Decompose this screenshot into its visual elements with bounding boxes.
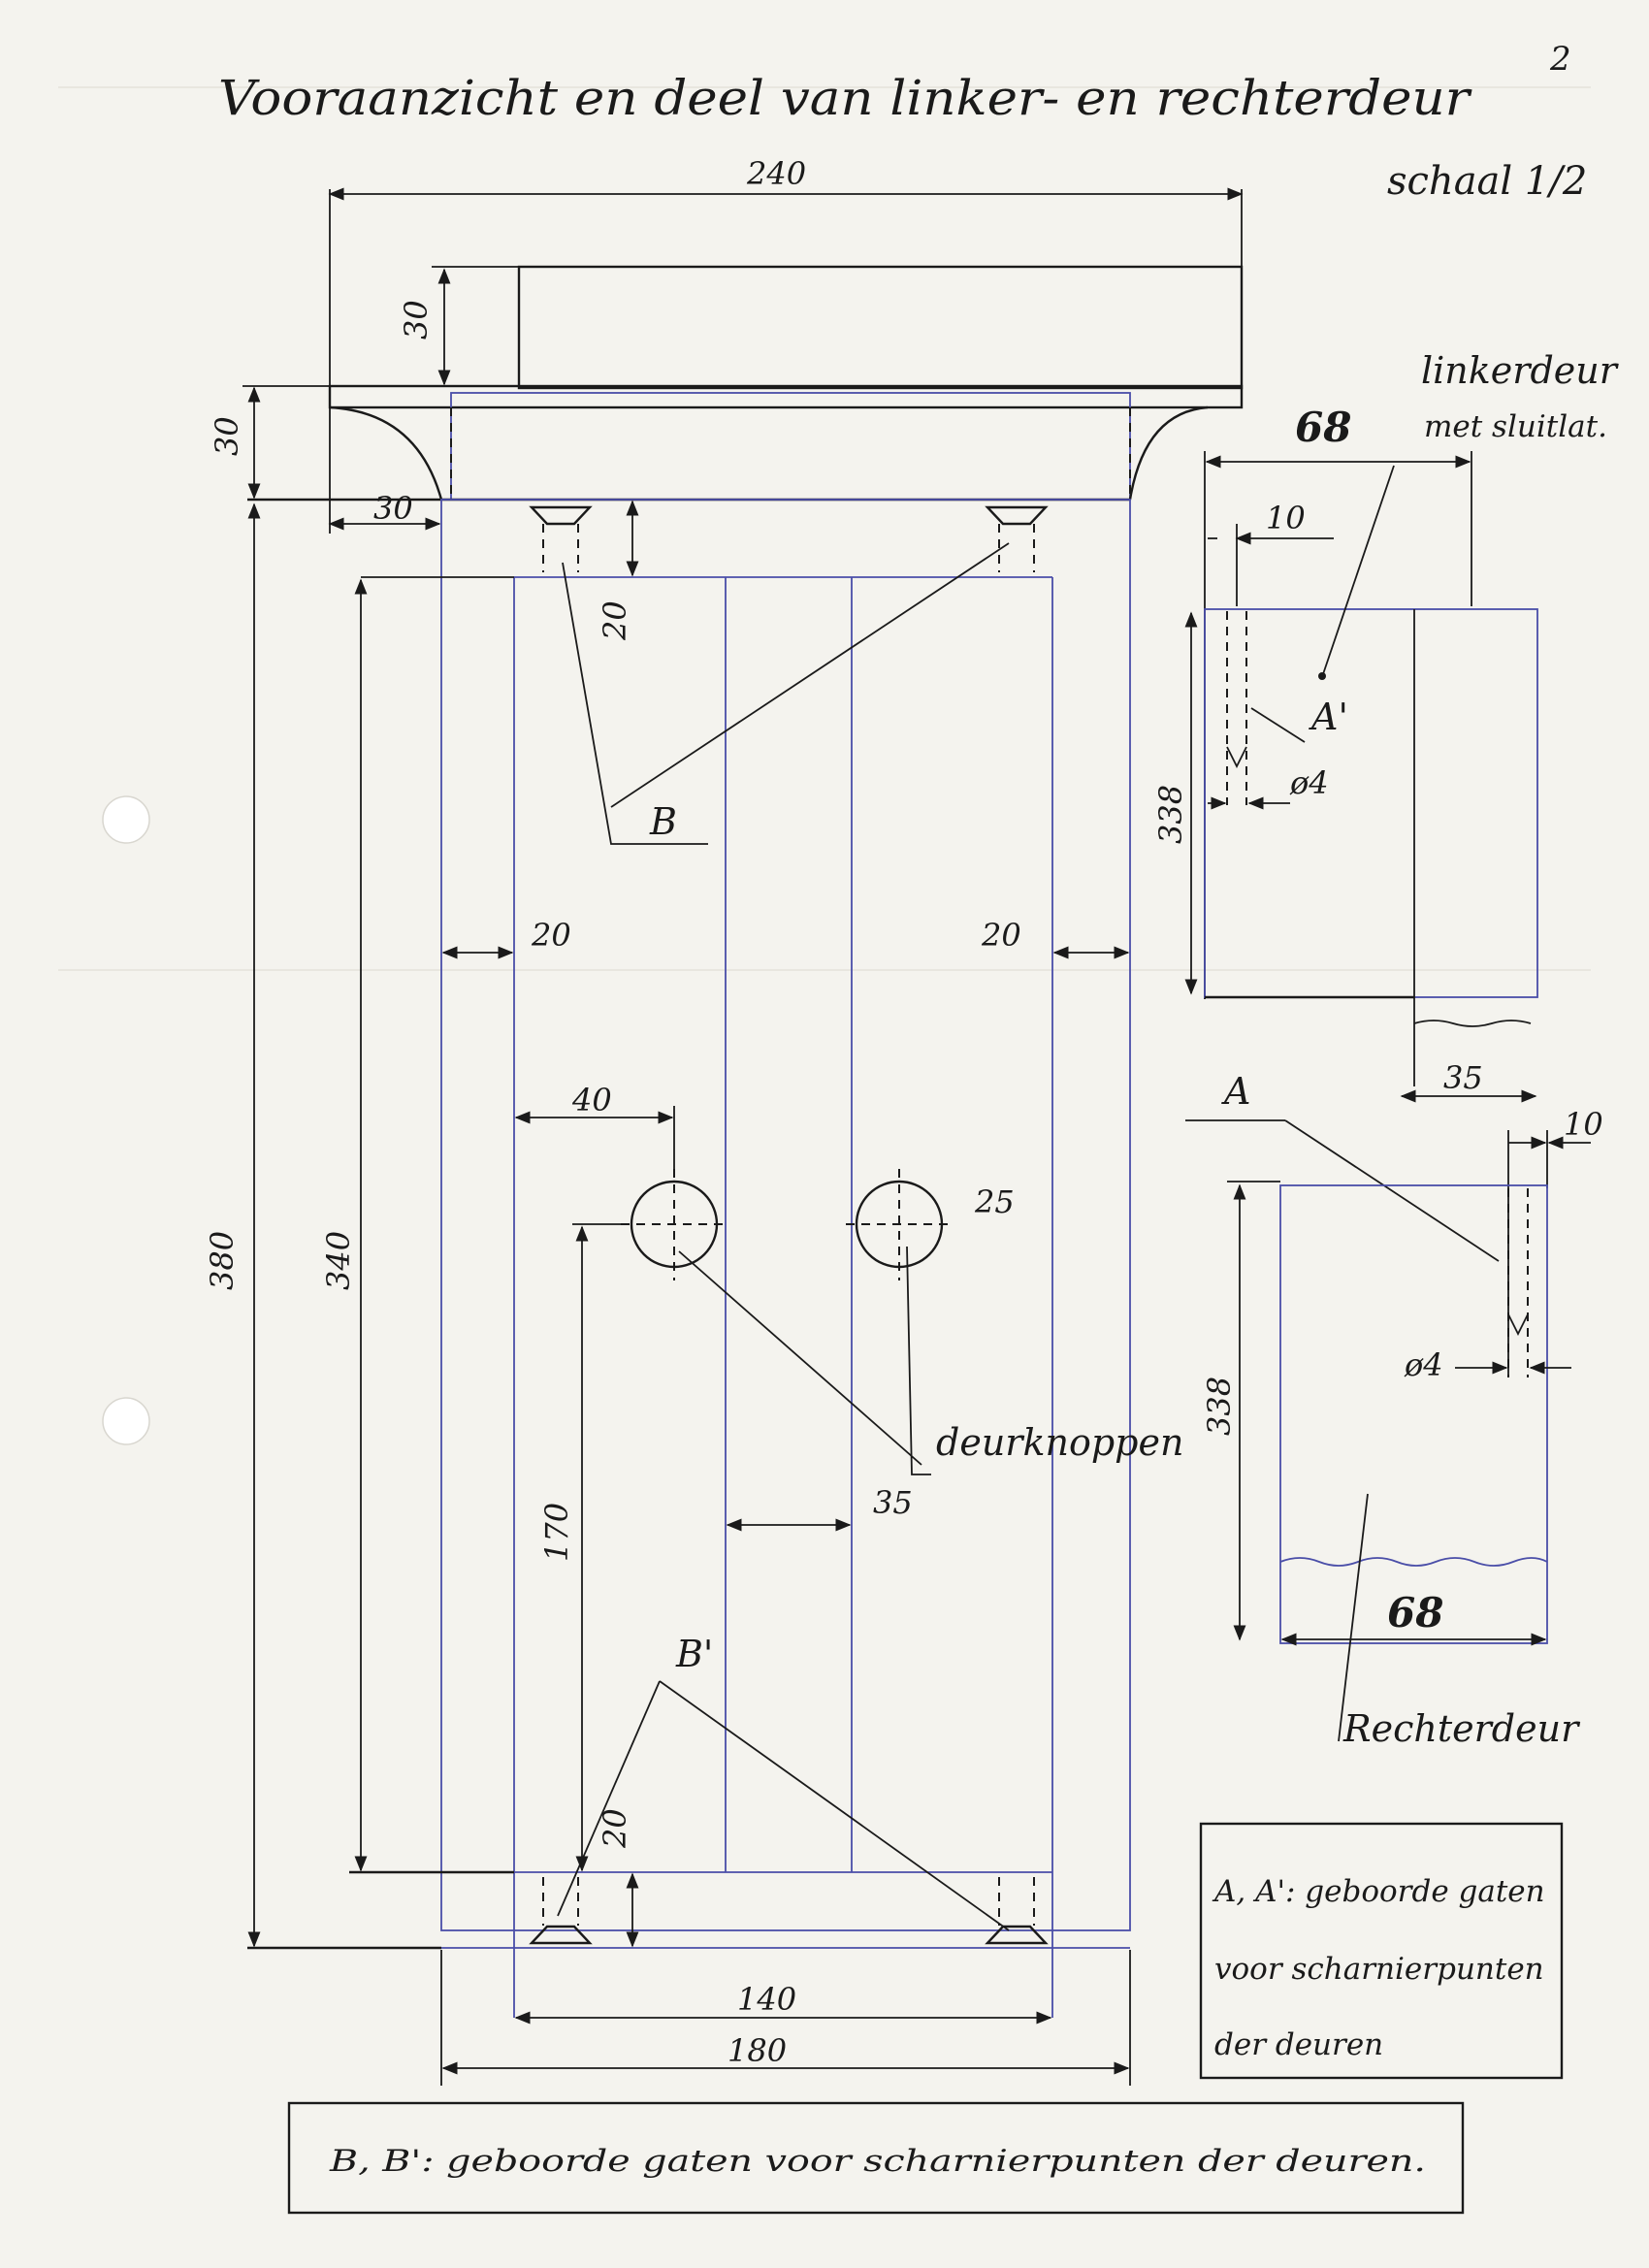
dim-width-240: 240: [746, 155, 806, 192]
dim-knob-offset-40: 40: [571, 1082, 612, 1118]
dim-side-right-20: 20: [981, 917, 1021, 954]
dim-hinge-offset-top-20: 20: [597, 600, 633, 641]
dim-width-140: 140: [737, 1981, 796, 2018]
dim-right-door-hole-dia: ø4: [1404, 1346, 1443, 1383]
label-A-prime: A': [1309, 696, 1348, 738]
label-B-prime: B': [675, 1633, 713, 1675]
right-door-outline: [1279, 1184, 1548, 1644]
dim-top-panel-30: 30: [398, 300, 435, 340]
dim-overhang-30: 30: [373, 490, 413, 527]
dim-left-door-hole-dia: ø4: [1289, 764, 1329, 801]
dim-left-door-width-68: 68: [1295, 404, 1351, 451]
scale-label: schaal 1/2: [1387, 159, 1587, 204]
cornice-curve-left: [329, 405, 443, 501]
cornice-curve-right: [1128, 405, 1209, 501]
page-number: 2: [1549, 40, 1571, 79]
hinge-hole-top-left: [529, 505, 593, 572]
note-A-line-1: A, A': geboorde gaten: [1212, 1874, 1545, 1909]
dim-right-door-hole-10: 10: [1564, 1106, 1603, 1143]
dim-door-gap-35: 35: [873, 1484, 913, 1521]
punch-hole-bottom: [102, 1397, 150, 1445]
dim-width-180: 180: [728, 2032, 787, 2069]
hinge-hole-bottom-right: [985, 1877, 1049, 1945]
ruled-paper-lines: [58, 86, 1591, 971]
dim-right-door-height-338: 338: [1201, 1377, 1238, 1436]
dim-right-door-width-68: 68: [1387, 1589, 1443, 1636]
cornice-body: [450, 392, 1131, 501]
dim-hinge-offset-bottom-20: 20: [597, 1808, 633, 1849]
dim-knob-dia-25: 25: [974, 1183, 1015, 1220]
door-knob-left: [621, 1169, 728, 1280]
label-left-door: linkerdeur: [1421, 349, 1620, 392]
dim-knob-height-170: 170: [538, 1503, 575, 1562]
note-A-line-3: der deuren: [1214, 2027, 1383, 2062]
dim-left-door-hole-10: 10: [1266, 500, 1306, 536]
cornice-band: [328, 384, 1244, 409]
label-strike-plate: met sluitlat.: [1424, 409, 1607, 444]
dim-side-left-20: 20: [531, 917, 571, 954]
dim-left-door-height-338: 338: [1152, 785, 1189, 844]
note-B: B, B': geboorde gaten voor scharnierpunt…: [329, 2144, 1426, 2179]
drawing-title: Vooraanzicht en deel van linker- en rech…: [218, 70, 1472, 126]
cabinet-body: [440, 499, 1131, 1931]
label-door-knobs: deurknoppen: [936, 1421, 1183, 1464]
label-A: A: [1221, 1070, 1250, 1113]
dim-left-door-35: 35: [1443, 1059, 1483, 1096]
label-right-door: Rechterdeur: [1342, 1707, 1581, 1750]
dim-cornice-30: 30: [209, 416, 245, 456]
dim-height-380: 380: [204, 1231, 241, 1290]
door-knob-right: [846, 1169, 953, 1280]
note-box-A: [1199, 1822, 1564, 2080]
label-B: B: [649, 800, 677, 843]
punch-hole-top: [102, 795, 150, 844]
top-panel: [517, 265, 1244, 390]
note-A-line-2: voor scharnierpunten: [1214, 1952, 1544, 1987]
dim-height-340: 340: [320, 1231, 357, 1290]
hinge-hole-top-right: [985, 505, 1049, 572]
hinge-hole-bottom-left: [529, 1877, 593, 1945]
note-box-B: [287, 2101, 1465, 2215]
